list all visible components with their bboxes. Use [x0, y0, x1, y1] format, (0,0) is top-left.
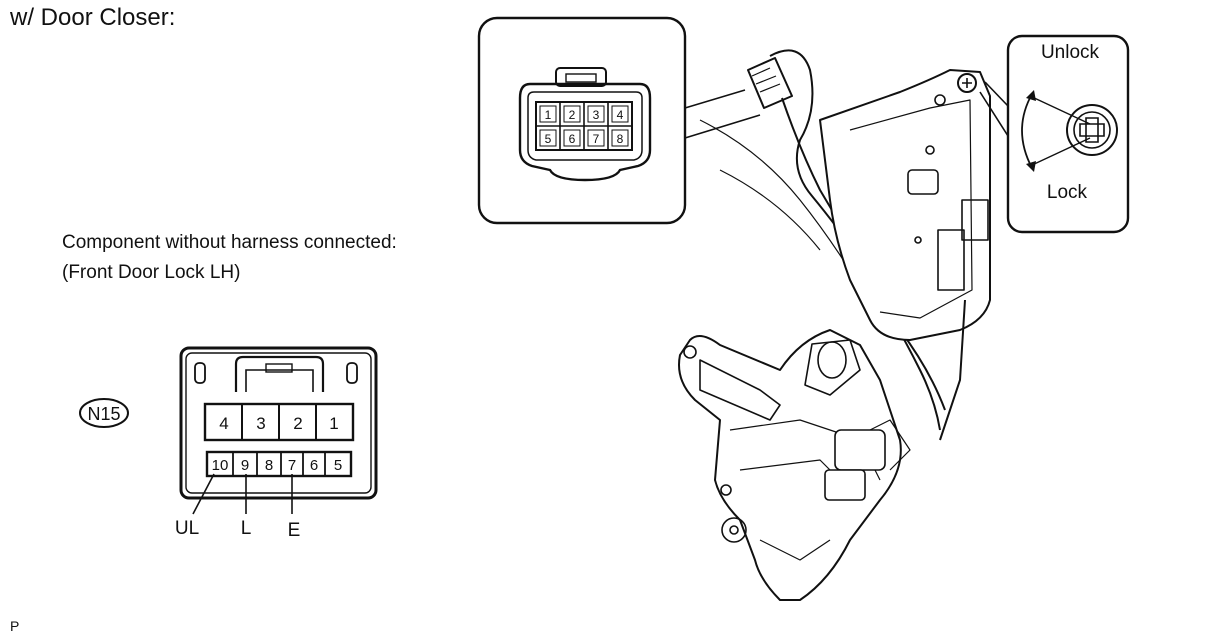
lock-position-inset [979, 34, 1130, 234]
inset-pin-label: 1 [545, 108, 552, 122]
unlock-label: Unlock [1041, 42, 1100, 63]
door-lock-assembly [678, 49, 991, 601]
terminal-leaders [192, 473, 293, 515]
inset-pin-label: 6 [569, 132, 576, 146]
inset-pin-label: 2 [569, 108, 576, 122]
pin-label: 4 [219, 414, 228, 433]
inset-pin-label: 8 [617, 132, 624, 146]
pin-label: 1 [329, 414, 338, 433]
inset-pin-label: 4 [617, 108, 624, 122]
terminal-label-l: L [241, 518, 252, 539]
pin-label: 6 [310, 457, 318, 474]
pin-label: 10 [212, 457, 229, 474]
pin-label: 2 [293, 414, 302, 433]
connector-code-text: N15 [87, 404, 120, 424]
footer-code: P [10, 618, 20, 634]
door-lock-connector [179, 346, 378, 500]
component-subcaption: (Front Door Lock LH) [62, 262, 241, 283]
inset-pin-label: 3 [593, 108, 600, 122]
pin-label: 3 [256, 414, 265, 433]
lock-label: Lock [1047, 182, 1088, 203]
connector-code-badge: N15 [79, 398, 129, 428]
pin-label: 9 [241, 457, 249, 474]
pin-label: 7 [288, 457, 296, 474]
component-caption: Component without harness connected: [62, 232, 397, 253]
terminal-label-ul: UL [175, 518, 199, 539]
inset-pin-label: 7 [593, 132, 600, 146]
diagram-heading: w/ Door Closer: [10, 4, 176, 31]
harness-connector-inset [477, 16, 761, 225]
terminal-label-e: E [288, 520, 301, 541]
pin-label: 8 [265, 457, 273, 474]
inset-pin-label: 5 [545, 132, 552, 146]
pin-label: 5 [334, 457, 342, 474]
